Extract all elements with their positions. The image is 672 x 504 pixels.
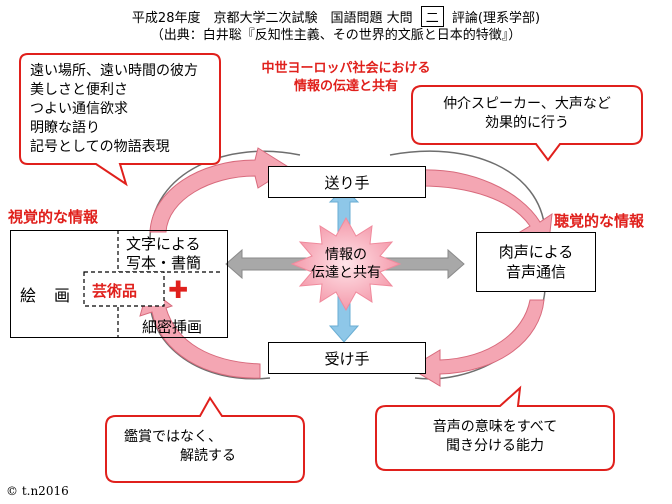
receiver-label: 受け手	[324, 349, 370, 368]
callout-bottom-right: 音声の意味をすべて 聞き分ける能力	[376, 418, 614, 456]
art-label: 芸術品	[92, 282, 138, 300]
callout-top-right: 仲介スピーカー、大声など 効果的に行う	[412, 95, 642, 133]
callout-bottom-right-line: 音声の意味をすべて	[432, 419, 558, 435]
visual-info-label: 視覚的な情報	[8, 208, 99, 226]
receiver-box: 受け手	[268, 342, 426, 374]
visual-media-box	[10, 230, 228, 338]
callout-bottom-right-line: 聞き分ける能力	[446, 438, 544, 454]
sender-label: 送り手	[324, 173, 370, 192]
cycle-arc-bottom-left	[149, 299, 271, 380]
curved-arrow-bottom-right	[409, 299, 545, 387]
subtitle: 中世ヨーロッパ社会における 情報の伝達と共有	[246, 60, 446, 96]
center-burst	[290, 216, 402, 312]
callout-bottom-right-shape	[375, 385, 615, 471]
auditory-info-label: 聴覚的な情報	[554, 212, 645, 230]
callout-bottom-left-line: 鑑賞ではなく、	[124, 429, 222, 445]
callout-bottom-left: 鑑賞ではなく、 解読する	[124, 428, 294, 466]
writing-line-2: 写本・書簡	[126, 254, 202, 272]
callout-top-left-line: 記号としての物語表現	[30, 139, 170, 155]
auditory-media-box: 肉声による 音声通信	[476, 232, 596, 292]
center-line-1: 情報の	[325, 247, 367, 263]
sender-box: 送り手	[268, 166, 426, 198]
voice-line-2: 音声通信	[505, 263, 566, 281]
callout-top-left-line: つよい通信欲求	[30, 101, 128, 117]
header-line-1-text: 平成28年度 京都大学二次試験 国語問題 大問	[131, 11, 413, 26]
painting-label: 絵 画	[20, 286, 72, 305]
writing-line-1: 文字による	[126, 235, 201, 253]
callout-top-left-line: 明瞭な語り	[30, 120, 100, 136]
red-cross-icon: ✚	[168, 276, 189, 304]
header-line-1: 平成28年度 京都大学二次試験 国語問題 大問 二 評論(理系学部)	[0, 6, 672, 27]
callout-top-left-shape	[19, 53, 221, 187]
callout-top-left-line: 美しさと便利さ	[30, 82, 128, 98]
callout-top-right-shape	[411, 85, 643, 162]
cycle-arc-top-right	[389, 150, 546, 231]
subtitle-line-2: 情報の伝達と共有	[293, 79, 398, 94]
header-line-1-suffix: 評論(理系学部)	[451, 11, 541, 26]
header-line-2: （出典：白井聡『反知性主義、その世界的文脈と日本的特徴』）	[150, 28, 522, 43]
callout-bottom-left-line: 解読する	[180, 448, 236, 464]
callout-top-left: 遠い場所、遠い時間の彼方 美しさと便利さ つよい通信欲求 明瞭な語り 記号として…	[30, 62, 198, 157]
callout-top-left-line: 遠い場所、遠い時間の彼方	[30, 63, 198, 79]
question-number-box: 二	[420, 6, 444, 27]
center-label: 情報の 伝達と共有	[296, 246, 396, 282]
illustration-label: 細密挿画	[142, 318, 203, 336]
writing-label: 文字による 写本・書簡	[126, 235, 201, 273]
voice-line-1: 肉声による	[498, 243, 574, 261]
center-line-2: 伝達と共有	[311, 265, 381, 281]
art-dashed-box	[83, 271, 165, 307]
callout-top-right-line: 効果的に行う	[485, 115, 569, 131]
callout-top-right-line: 仲介スピーカー、大声など	[443, 96, 611, 112]
copyright: © t.n2016	[6, 484, 69, 498]
callout-bottom-left-shape	[105, 396, 305, 483]
subtitle-line-1: 中世ヨーロッパ社会における	[261, 61, 431, 76]
